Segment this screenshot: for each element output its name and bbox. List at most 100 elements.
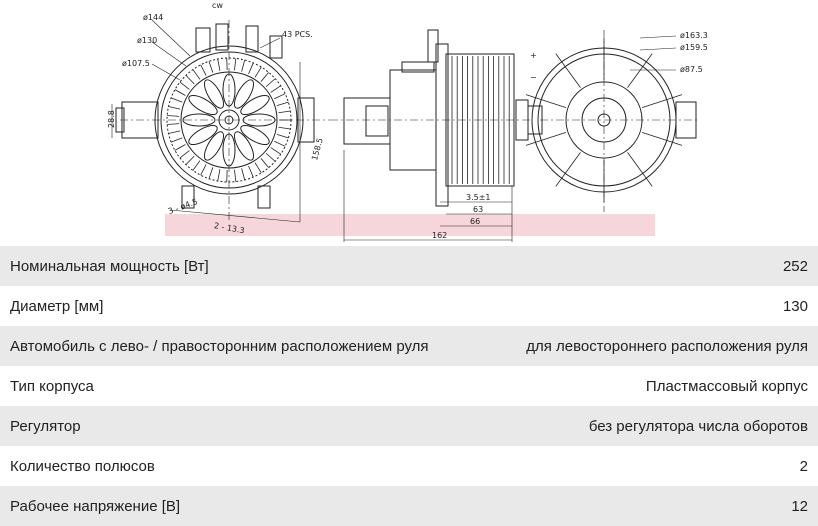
fan-vane bbox=[234, 58, 237, 71]
impeller-blade bbox=[182, 113, 216, 127]
fan-vane bbox=[179, 81, 190, 90]
impeller-blade bbox=[222, 73, 236, 107]
spec-label: Рабочее напряжение [В] bbox=[10, 497, 181, 515]
spec-label: Тип корпуса bbox=[10, 377, 94, 395]
spec-label: Регулятор bbox=[10, 417, 81, 435]
fan-vane bbox=[274, 93, 286, 100]
fan-vane bbox=[217, 58, 221, 71]
impeller-blade bbox=[233, 131, 255, 161]
spec-value: 252 bbox=[782, 257, 808, 275]
fan-vane bbox=[260, 158, 269, 168]
fan-vane bbox=[208, 61, 214, 73]
fan-vane bbox=[254, 66, 262, 78]
fan-vane bbox=[200, 64, 207, 76]
impeller-blade bbox=[240, 94, 270, 116]
spec-value: без регулятора числа оборотов bbox=[588, 417, 808, 435]
housing-rib bbox=[641, 94, 683, 109]
technical-drawing: ø144 ø130 ø107.5 43 PCS. cw 28.8 158.5 3… bbox=[0, 0, 818, 246]
spec-row: Автомобиль с лево- / правосторонним расп… bbox=[0, 326, 818, 366]
spec-value: 12 bbox=[791, 497, 808, 515]
front-dim-d144: ø144 bbox=[143, 13, 163, 22]
front-view bbox=[111, 19, 330, 223]
front-rotation-label: cw bbox=[212, 1, 223, 10]
side-dim-d162: 162 bbox=[432, 231, 447, 240]
front-dim-pcs: 43 PCS. bbox=[282, 30, 313, 39]
fan-vane bbox=[174, 144, 186, 151]
fan-vane bbox=[168, 130, 181, 134]
housing-rib bbox=[525, 94, 567, 109]
fan-vane bbox=[248, 62, 254, 75]
impeller-blade bbox=[242, 113, 276, 127]
housing-rib bbox=[627, 53, 653, 88]
spec-value: для левостороннего расположения руля bbox=[526, 337, 808, 355]
fan-vane bbox=[192, 69, 201, 80]
housing-rib bbox=[555, 53, 581, 88]
side-view bbox=[330, 29, 530, 242]
fan-vane bbox=[168, 106, 181, 110]
drawing-band bbox=[165, 214, 655, 236]
fan-vane bbox=[241, 168, 246, 181]
fan-vane bbox=[170, 97, 183, 103]
fan-vane bbox=[200, 164, 207, 176]
back-dim-d159: ø159.5 bbox=[680, 43, 708, 52]
spec-label: Автомобиль с лево- / правосторонним расп… bbox=[10, 337, 429, 355]
front-dim-h28: 28.8 bbox=[107, 110, 116, 128]
side-dim-d63: 63 bbox=[473, 205, 483, 214]
housing-rib bbox=[641, 131, 683, 146]
spec-row: Количество полюсов 2 bbox=[0, 446, 818, 486]
spec-label: Номинальная мощность [Вт] bbox=[10, 257, 209, 275]
impeller-blade bbox=[188, 94, 218, 116]
spec-label: Диаметр [мм] bbox=[10, 297, 104, 315]
fan-vane bbox=[276, 134, 289, 139]
fan-vane bbox=[278, 126, 291, 130]
fan-vane bbox=[185, 155, 195, 165]
housing-rib bbox=[555, 152, 581, 187]
fan-vane bbox=[260, 72, 269, 82]
fan-vane bbox=[278, 110, 291, 114]
fan-vane bbox=[274, 140, 286, 147]
fan-vane bbox=[167, 123, 180, 125]
fan-vane bbox=[248, 165, 254, 178]
front-dim-r158: 158.5 bbox=[310, 137, 325, 161]
spec-value: 130 bbox=[782, 297, 808, 315]
impeller-blade bbox=[188, 124, 218, 146]
spec-row: Диаметр [мм] 130 bbox=[0, 286, 818, 326]
fan-vane bbox=[192, 160, 201, 171]
fan-vane bbox=[234, 169, 237, 182]
front-dim-holes: 3 - ø4.5 bbox=[167, 197, 199, 216]
side-dim-d3: 3.5±1 bbox=[466, 193, 491, 202]
back-dim-d87: ø87.5 bbox=[680, 65, 703, 74]
spec-row: Номинальная мощность [Вт] 252 bbox=[0, 246, 818, 286]
impeller-blade bbox=[203, 79, 225, 109]
back-terminal-plus: + bbox=[530, 51, 537, 60]
back-view bbox=[525, 30, 700, 212]
impeller-blade bbox=[240, 124, 270, 146]
fan-vane bbox=[276, 101, 289, 106]
impeller-blade bbox=[203, 131, 225, 161]
fan-vane bbox=[185, 75, 195, 85]
fan-vane bbox=[265, 153, 276, 162]
blower-motor-drawing-svg: ø144 ø130 ø107.5 43 PCS. cw 28.8 158.5 3… bbox=[107, 1, 708, 242]
housing-rib bbox=[627, 152, 653, 187]
spec-label: Количество полюсов bbox=[10, 457, 155, 475]
back-dim-d163: ø163.3 bbox=[680, 31, 708, 40]
front-dim-d107: ø107.5 bbox=[122, 59, 150, 68]
fan-vane bbox=[270, 147, 281, 155]
fan-vane bbox=[254, 162, 262, 174]
spec-row: Регулятор без регулятора числа оборотов bbox=[0, 406, 818, 446]
fan-vane bbox=[179, 150, 190, 159]
fan-vane bbox=[217, 169, 221, 182]
spec-value: 2 bbox=[799, 457, 808, 475]
spec-value: Пластмассовый корпус bbox=[645, 377, 808, 395]
fan-vane bbox=[241, 59, 246, 72]
fan-vane bbox=[270, 85, 281, 93]
fan-vane bbox=[170, 137, 183, 143]
side-dim-d66: 66 bbox=[470, 217, 480, 226]
fan-vane bbox=[174, 89, 186, 96]
fan-vane bbox=[208, 167, 214, 179]
spec-row: Тип корпуса Пластмассовый корпус bbox=[0, 366, 818, 406]
impeller-blade bbox=[233, 79, 255, 109]
fan-vane bbox=[167, 115, 180, 117]
back-terminal-minus: − bbox=[530, 73, 537, 82]
